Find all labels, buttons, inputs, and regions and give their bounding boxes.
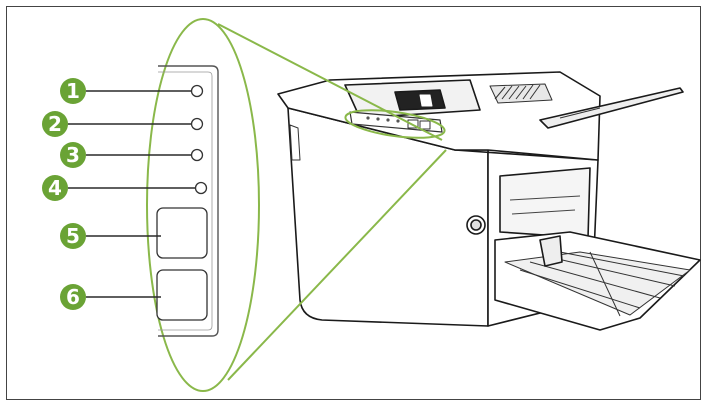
callout-number: 4 bbox=[48, 176, 62, 200]
callout-number: 6 bbox=[66, 285, 80, 309]
callout-badge-4: 4 bbox=[42, 175, 68, 201]
callout-number: 1 bbox=[66, 79, 80, 103]
callout-number: 2 bbox=[48, 112, 62, 136]
callout-badge-6: 6 bbox=[60, 284, 86, 310]
leader-lines bbox=[68, 90, 195, 298]
callout-number: 5 bbox=[66, 224, 80, 248]
control-button-lower bbox=[156, 269, 208, 321]
magnifier-ellipse bbox=[146, 18, 260, 392]
magnifier-small-ellipse bbox=[344, 109, 446, 139]
callout-badge-2: 2 bbox=[42, 111, 68, 137]
vent-grill bbox=[489, 83, 553, 104]
magnifier-line-top bbox=[217, 23, 443, 141]
magnifier-callout bbox=[146, 18, 447, 392]
printer-panel-lights bbox=[366, 116, 400, 123]
indicator-light-2 bbox=[190, 117, 204, 131]
zoomed-control-panel bbox=[156, 65, 219, 337]
paper-support bbox=[539, 87, 684, 129]
indicator-light-3 bbox=[190, 148, 204, 162]
indicator-light-1 bbox=[190, 84, 204, 98]
magnifier-line-bottom bbox=[227, 149, 447, 381]
printer-illustration bbox=[277, 71, 701, 331]
front-opening bbox=[499, 167, 591, 239]
indicator-light-4 bbox=[194, 181, 208, 195]
callout-badge-3: 3 bbox=[60, 142, 86, 168]
callout-badge-1: 1 bbox=[60, 78, 86, 104]
callout-number: 3 bbox=[66, 143, 80, 167]
callout-badge-5: 5 bbox=[60, 223, 86, 249]
control-button-upper bbox=[156, 207, 208, 259]
